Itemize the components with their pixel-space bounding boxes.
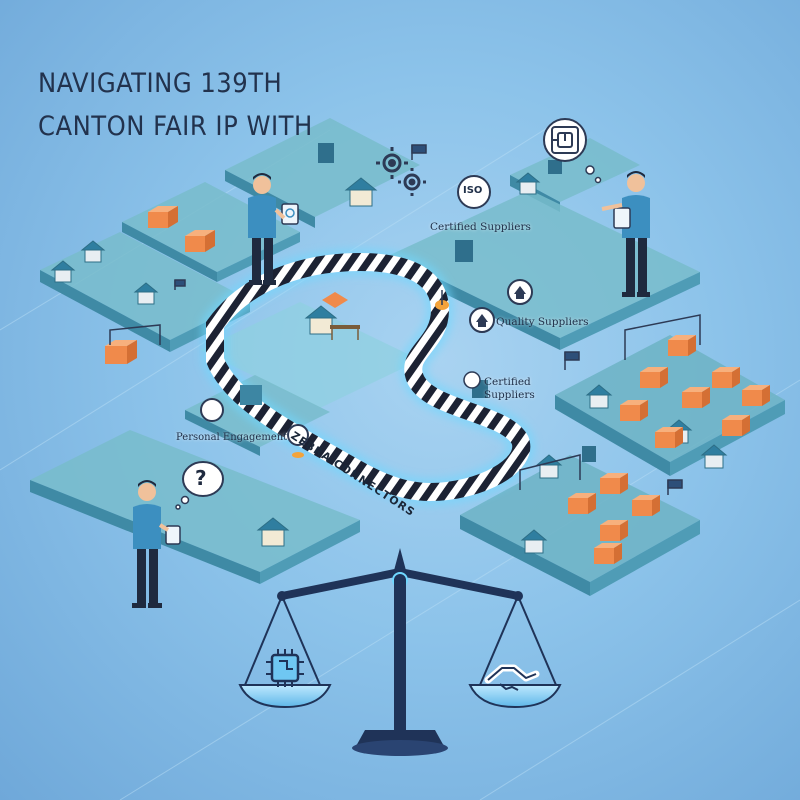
personal-engagement-label: Personal Engagement xyxy=(176,432,288,443)
signposts xyxy=(174,144,683,495)
zebra-path xyxy=(201,247,536,507)
question-bubble-icon xyxy=(175,461,224,510)
booth-frames xyxy=(109,314,701,490)
certified-suppliers-label-mid-1: Certified xyxy=(484,376,531,388)
person-with-tablet xyxy=(132,480,181,608)
balance-scale-icon xyxy=(238,548,562,756)
title-line-1: NAVIGATING 139TH xyxy=(38,68,283,99)
handshake-icon xyxy=(484,664,540,691)
title-line-2: CANTON FAIR IP WITH xyxy=(38,111,313,142)
page-title: NAVIGATING 139TH CANTON FAIR IP WITH xyxy=(38,62,313,148)
orange-booths xyxy=(105,206,770,564)
quality-suppliers-label: Quality Suppliers xyxy=(496,316,589,328)
maze-icon xyxy=(543,118,602,184)
certified-suppliers-label-mid-2: Suppliers xyxy=(484,389,535,401)
pavilion xyxy=(322,292,360,340)
house-badge-icon xyxy=(200,279,533,458)
person-with-magnifier xyxy=(248,173,299,285)
certified-suppliers-label-top: Certified Suppliers xyxy=(430,221,531,233)
iso-badge-label: ISO xyxy=(463,185,483,196)
plant-icon xyxy=(435,290,449,310)
dark-blocks xyxy=(240,143,596,462)
iso-badge-icon xyxy=(457,175,491,209)
question-mark-glyph: ? xyxy=(195,466,207,490)
gears-icon xyxy=(376,147,426,196)
person-with-clipboard xyxy=(601,171,650,297)
circuit-chip-icon xyxy=(266,649,304,687)
